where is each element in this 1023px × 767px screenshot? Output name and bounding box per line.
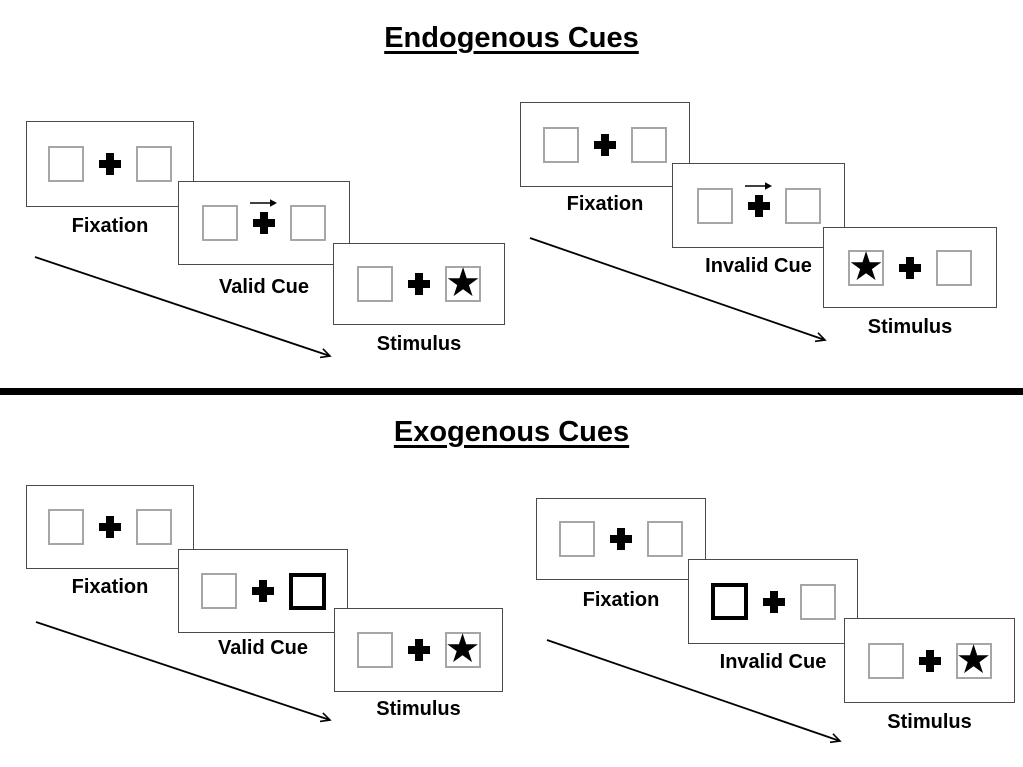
- placeholder-box-left: [559, 521, 595, 557]
- star-icon: ★: [444, 626, 481, 672]
- placeholder-box-right: [799, 583, 836, 620]
- fixation-cross-icon: [407, 639, 430, 661]
- placeholder-box-right: [936, 249, 972, 286]
- stimulus-panel: ★: [823, 227, 997, 308]
- sequence-time-arrow: [529, 237, 827, 343]
- target-box-right: ★: [445, 260, 481, 306]
- fixation-cross-icon: [610, 528, 632, 550]
- sequence-time-arrow: [35, 621, 332, 723]
- panel-label-stimulus: Stimulus: [376, 698, 461, 720]
- panel-label-fixation: Fixation: [582, 589, 660, 611]
- fixation-panel: [26, 485, 194, 569]
- placeholder-box-left: [357, 266, 393, 302]
- panel-label-fixation: Fixation: [566, 193, 644, 215]
- section-title-endogenous: Endogenous Cues: [384, 22, 639, 54]
- fixation-panel: [536, 498, 706, 580]
- section-title-exogenous: Exogenous Cues: [393, 416, 630, 448]
- fixation-cross-icon: [744, 181, 772, 217]
- star-icon: ★: [955, 636, 992, 683]
- fixation-cross-icon: [408, 273, 430, 295]
- stimulus-panel: ★: [333, 243, 505, 325]
- panel-label-valid-cue: Valid Cue: [218, 276, 310, 298]
- right-arrow-icon: [744, 181, 772, 190]
- fixation-panel: [26, 121, 194, 207]
- fixation-cross-icon: [99, 153, 121, 175]
- placeholder-box-left: [696, 187, 733, 224]
- placeholder-box-left: [356, 632, 393, 668]
- fixation-cross-icon: [899, 256, 921, 279]
- placeholder-box-right: [631, 126, 667, 163]
- placeholder-box-left: [200, 573, 237, 609]
- panel-label-invalid-cue: Invalid Cue: [719, 651, 827, 673]
- fixation-cross-icon: [99, 516, 121, 538]
- stimulus-panel: ★: [844, 618, 1015, 703]
- panel-label-fixation: Fixation: [71, 576, 149, 598]
- invalid-cue-panel: [688, 559, 858, 644]
- fixation-cross-icon: [594, 133, 616, 156]
- target-box-right: ★: [955, 636, 992, 683]
- panel-label-invalid-cue: Invalid Cue: [705, 255, 812, 277]
- placeholder-box-right: [136, 509, 172, 545]
- cue-box-right: [288, 572, 326, 610]
- invalid-cue-panel: [672, 163, 845, 248]
- sequence-time-arrow: [34, 256, 332, 359]
- valid-cue-panel: [178, 181, 350, 265]
- fixation-cross-icon: [918, 649, 941, 672]
- section-divider: [0, 388, 1023, 395]
- target-box-left: ★: [848, 243, 884, 290]
- placeholder-box-left: [202, 205, 238, 241]
- panel-label-stimulus: Stimulus: [376, 333, 462, 355]
- placeholder-box-left: [543, 126, 579, 163]
- panel-label-stimulus: Stimulus: [867, 316, 953, 338]
- fixation-cross-icon: [251, 580, 274, 602]
- panel-label-valid-cue: Valid Cue: [217, 637, 309, 659]
- fixation-panel: [520, 102, 690, 187]
- placeholder-box-left: [867, 642, 904, 679]
- panel-label-fixation: Fixation: [71, 215, 149, 237]
- placeholder-box-right: [647, 521, 683, 557]
- placeholder-box-right: [290, 205, 326, 241]
- fixation-cross-icon: [250, 199, 277, 234]
- placeholder-box-right: [136, 146, 172, 182]
- star-icon: ★: [848, 243, 884, 290]
- stimulus-panel: ★: [334, 608, 503, 692]
- fixation-cross-icon: [762, 590, 785, 613]
- sequence-time-arrow: [546, 639, 842, 744]
- target-box-right: ★: [444, 626, 481, 672]
- panel-label-stimulus: Stimulus: [887, 711, 972, 733]
- star-icon: ★: [445, 260, 481, 306]
- placeholder-box-right: [784, 187, 821, 224]
- placeholder-box-left: [48, 509, 84, 545]
- right-arrow-icon: [250, 199, 277, 207]
- cue-box-left: [710, 583, 748, 620]
- valid-cue-panel: [178, 549, 348, 633]
- placeholder-box-left: [48, 146, 84, 182]
